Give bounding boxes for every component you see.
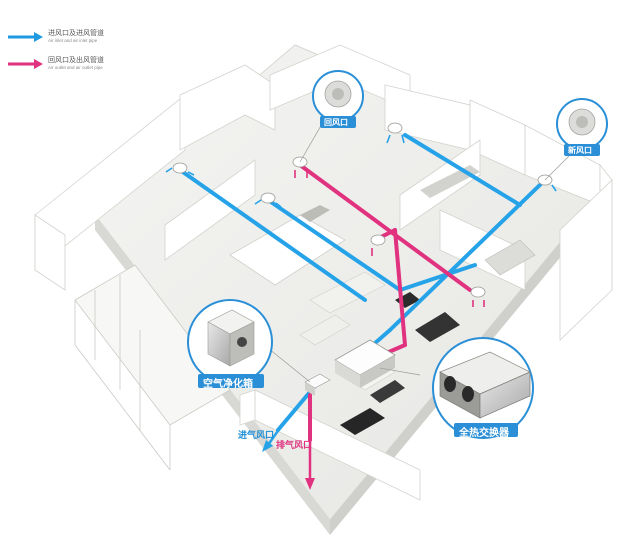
fresh-vent-label: 新风口 xyxy=(568,146,592,155)
purifier-callout xyxy=(187,299,273,388)
intake-port-label: 进气风口 xyxy=(238,430,275,440)
heat-exchanger-label: 全热交换器 xyxy=(459,428,509,439)
purifier-label: 空气净化箱 xyxy=(203,379,253,390)
legend-inlet: 进风口及进风管道 Air inlet and air inlet pipe xyxy=(6,30,104,44)
legend-outlet-english: Air outlet and air outlet pipe xyxy=(48,65,103,70)
outside-air-arrows xyxy=(262,424,315,490)
purifier-unit xyxy=(304,373,331,396)
legend-inlet-english: Air inlet and air inlet pipe xyxy=(48,38,98,43)
exhaust-port-label: 排气风口 xyxy=(276,440,313,450)
heat-exchanger-unit xyxy=(334,339,396,388)
return-vent-callout xyxy=(312,70,364,128)
fresh-vent-callout xyxy=(556,98,608,156)
blue-arrow-icon xyxy=(8,32,43,42)
airflow-arrows xyxy=(165,134,557,307)
legend-inlet-label: 进风口及进风管道 xyxy=(48,30,104,37)
return-vent-label: 回风口 xyxy=(324,118,348,127)
legend-outlet: 回风口及出风管道 Air outlet and air outlet pipe xyxy=(6,57,104,71)
pink-arrow-icon xyxy=(8,59,43,69)
legend-outlet-label: 回风口及出风管道 xyxy=(48,57,104,64)
walls xyxy=(34,44,613,501)
heat-exchanger-callout xyxy=(432,337,534,439)
balcony-railing xyxy=(74,264,231,471)
